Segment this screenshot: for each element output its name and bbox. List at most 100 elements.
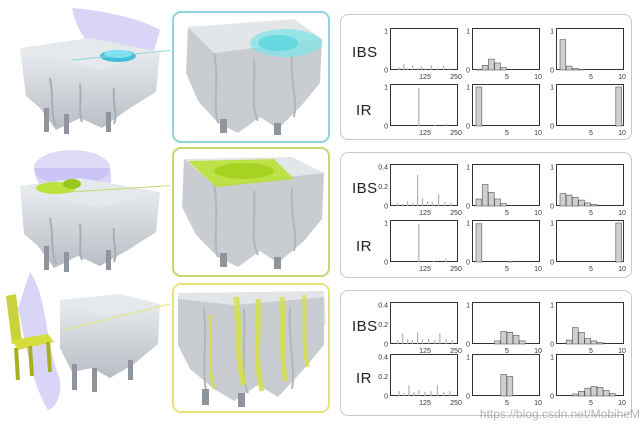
bar-mark (451, 340, 453, 344)
bar-mark (412, 340, 414, 344)
y-tick-label: 0 (466, 394, 470, 401)
x-tick-label: 250 (450, 266, 462, 273)
x-tick-label: 125 (419, 400, 431, 407)
hist-bin-mark (578, 68, 585, 71)
bar-mark (426, 201, 429, 206)
hist-bin-mark (572, 68, 579, 71)
x-tick-label: 125 (419, 348, 431, 355)
bar-mark (418, 224, 420, 262)
bar-mark (408, 385, 410, 396)
x-tick-label: 10 (618, 400, 626, 407)
bar-mark (407, 68, 409, 70)
zoom-panel-scene-1 (172, 11, 330, 143)
y-tick-label: 0 (550, 68, 554, 75)
x-tick-label: 10 (534, 130, 542, 137)
x-tick-label: 5 (505, 210, 509, 217)
y-tick-label: 0 (550, 342, 554, 349)
hist-bin-mark (584, 338, 591, 345)
y-tick-label: 1 (466, 355, 470, 362)
bar-mark (449, 391, 451, 396)
hist-bin-mark (578, 199, 585, 207)
y-tick-label: 1 (550, 303, 554, 310)
x-tick-label: 5 (589, 266, 593, 273)
interaction-point-cloud (208, 294, 310, 392)
hist-bin-mark (572, 197, 579, 207)
hist-bin-mark (500, 331, 507, 345)
hist-bin-mark (565, 194, 573, 207)
bar-mark (398, 67, 400, 70)
zoom-panel-scene-2 (172, 147, 330, 277)
hist-bin-mark (481, 184, 489, 207)
hist-group-scene-3 (340, 290, 632, 416)
y-tick-label: 1 (466, 303, 470, 310)
y-tick-label: 1 (550, 85, 554, 92)
hist-bin-mark (590, 204, 598, 207)
zoom-connector-line (71, 50, 170, 61)
hist-bin-mark (494, 62, 501, 71)
bar-mark (402, 204, 404, 206)
y-tick-label: 1 (466, 29, 470, 36)
y-tick-label: 0 (466, 124, 470, 131)
bar-mark (421, 339, 424, 344)
hist-bin-mark (475, 68, 483, 71)
bar-mark (403, 63, 405, 70)
hist-bin-mark (572, 327, 579, 345)
hist-bin-mark (500, 374, 507, 397)
hist-bin-mark (475, 223, 483, 263)
y-tick-label: 0 (550, 204, 554, 211)
x-tick-label: 125 (419, 74, 431, 81)
x-tick-label: 5 (589, 210, 593, 217)
x-tick-label: 5 (589, 348, 593, 355)
bar-mark (413, 392, 415, 396)
x-tick-label: 5 (589, 400, 593, 407)
y-tick-label: 0.2 (378, 374, 388, 381)
hist-bin-mark (488, 192, 495, 207)
row-label-ibs: IBS (352, 180, 378, 197)
y-tick-label: 0 (550, 394, 554, 401)
bar-mark (417, 332, 419, 344)
y-tick-label: 1 (384, 85, 388, 92)
y-tick-label: 0 (550, 124, 554, 131)
y-tick-label: 0.4 (378, 303, 388, 310)
x-tick-label: 10 (618, 130, 626, 137)
x-tick-label: 10 (534, 266, 542, 273)
hist-bin-mark (494, 198, 501, 207)
bar-mark (436, 68, 438, 70)
chair-object (6, 294, 54, 381)
bar-mark (445, 123, 447, 126)
x-tick-label: 250 (450, 348, 462, 355)
x-tick-label: 5 (505, 74, 509, 81)
hist-group-scene-2 (340, 152, 632, 278)
hist-bin-mark (615, 222, 622, 263)
y-tick-label: 0 (466, 260, 470, 267)
hist-bin-mark (559, 193, 567, 207)
x-tick-label: 5 (505, 400, 509, 407)
bar-mark (398, 391, 400, 396)
hist-bin-mark (494, 340, 501, 345)
y-tick-label: 0.4 (378, 355, 388, 362)
scene-1-render (10, 8, 170, 138)
hist-bin-mark (565, 339, 573, 345)
hist-bin-mark (590, 340, 598, 345)
x-tick-label: 125 (419, 266, 431, 273)
y-tick-label: 0 (466, 204, 470, 211)
bar-mark (443, 65, 445, 70)
bar-mark (436, 385, 438, 396)
row-label-ir: IR (356, 370, 372, 387)
bar-mark (449, 68, 451, 70)
bar-mark (424, 392, 426, 396)
bar-mark (417, 68, 419, 70)
zoom-panel-scene-3 (172, 283, 330, 413)
y-tick-label: 0 (384, 204, 388, 211)
y-tick-label: 0.2 (378, 322, 388, 329)
hist-bin-mark (596, 387, 604, 397)
y-tick-label: 0 (466, 342, 470, 349)
